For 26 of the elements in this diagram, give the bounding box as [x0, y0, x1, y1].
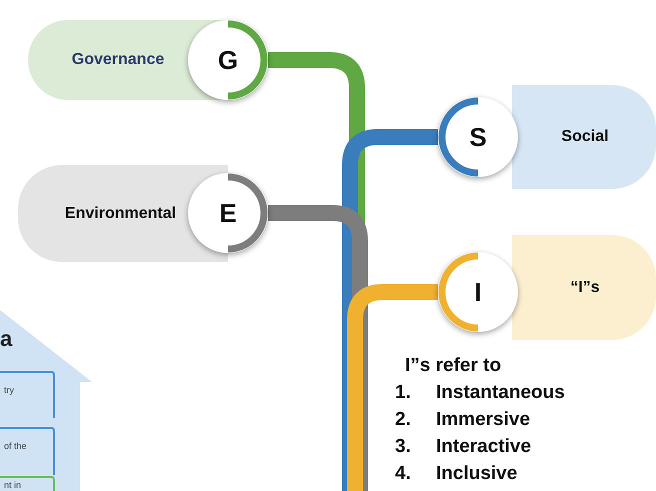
- circle-letter: S: [468, 120, 488, 154]
- branch-line: [347, 284, 438, 491]
- house-row-text: of the: [4, 440, 27, 453]
- pill-label: Environmental: [64, 204, 178, 224]
- list-item: Immersive: [436, 408, 530, 432]
- pill-label: “I”s: [569, 278, 601, 298]
- list-item: Instantaneous: [436, 381, 565, 405]
- list-item: Interactive: [436, 435, 532, 459]
- list-number: 3.: [395, 435, 412, 459]
- branch-line: [268, 205, 368, 491]
- list-number: 1.: [395, 381, 412, 405]
- branch-line: [342, 129, 438, 491]
- list-heading: I”s refer to: [405, 355, 502, 376]
- house-title: a: [0, 325, 12, 353]
- label-pill: [512, 85, 656, 189]
- label-pill: [512, 235, 656, 340]
- house-row-text: nt in: [4, 480, 22, 491]
- circle-letter: E: [218, 196, 238, 230]
- pill-label: Governance: [70, 50, 166, 70]
- list-number: 4.: [395, 462, 412, 486]
- pill-label: Social: [560, 127, 610, 147]
- circle-letter: G: [216, 44, 240, 76]
- circle-letter: I: [473, 276, 483, 308]
- list-item: Inclusive: [436, 462, 518, 486]
- house-row-text: try: [4, 384, 14, 397]
- list-number: 2.: [395, 408, 412, 432]
